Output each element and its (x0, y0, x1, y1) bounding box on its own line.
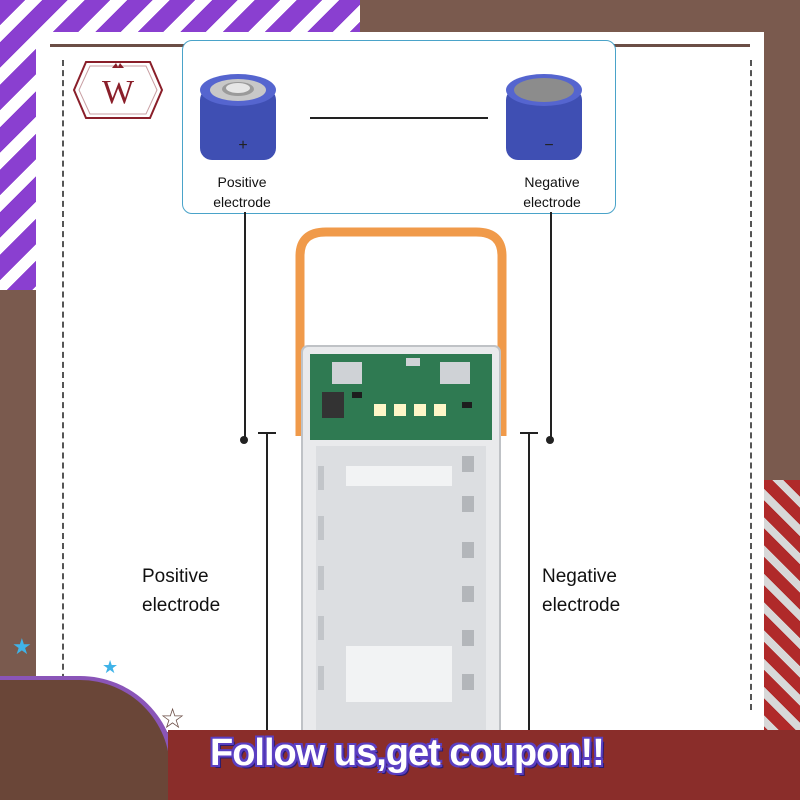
right-dashed-border (750, 60, 752, 710)
power-bank-case-image (295, 227, 507, 732)
negative-caption: Negative electrode (506, 172, 598, 212)
star-outline-icon: ☆ (160, 703, 186, 734)
positive-electrode-label: Positive electrode (142, 562, 220, 620)
star-icon: ★ (102, 657, 119, 677)
positive-caption: Positive electrode (196, 172, 288, 212)
promo-banner-text[interactable]: Follow us,get coupon!! (210, 732, 605, 774)
star-icon: ★ (12, 634, 32, 659)
negative-caption-line2: electrode (523, 194, 581, 210)
positive-symbol: + (238, 137, 248, 154)
promo-banner[interactable] (168, 730, 800, 800)
negative-battery-icon (506, 74, 582, 160)
negative-leader-dot (546, 436, 554, 444)
battery-connector-line (310, 117, 488, 119)
positive-battery-icon (200, 74, 276, 160)
left-dashed-border (62, 60, 64, 710)
negative-leader-line (550, 212, 552, 440)
positive-electrode-line2: electrode (142, 595, 221, 616)
positive-terminal-line (266, 432, 268, 732)
negative-symbol: − (544, 137, 554, 154)
logo-hexagon-icon (72, 61, 164, 119)
brand-logo: W (72, 60, 164, 120)
top-stripe-pattern (0, 0, 360, 36)
negative-electrode-line2: electrode (542, 595, 621, 616)
logo-letter: W (101, 74, 135, 111)
positive-caption-line1: Positive (217, 174, 267, 190)
positive-leader-dot (240, 436, 248, 444)
positive-electrode-line1: Positive (142, 566, 209, 587)
positive-leader-line (244, 212, 246, 440)
positive-caption-line2: electrode (213, 194, 271, 210)
left-stripe-pattern (0, 0, 36, 290)
negative-caption-line1: Negative (524, 174, 580, 190)
negative-electrode-label: Negative electrode (542, 562, 620, 620)
negative-electrode-line1: Negative (542, 566, 617, 587)
negative-terminal-line (528, 432, 530, 732)
